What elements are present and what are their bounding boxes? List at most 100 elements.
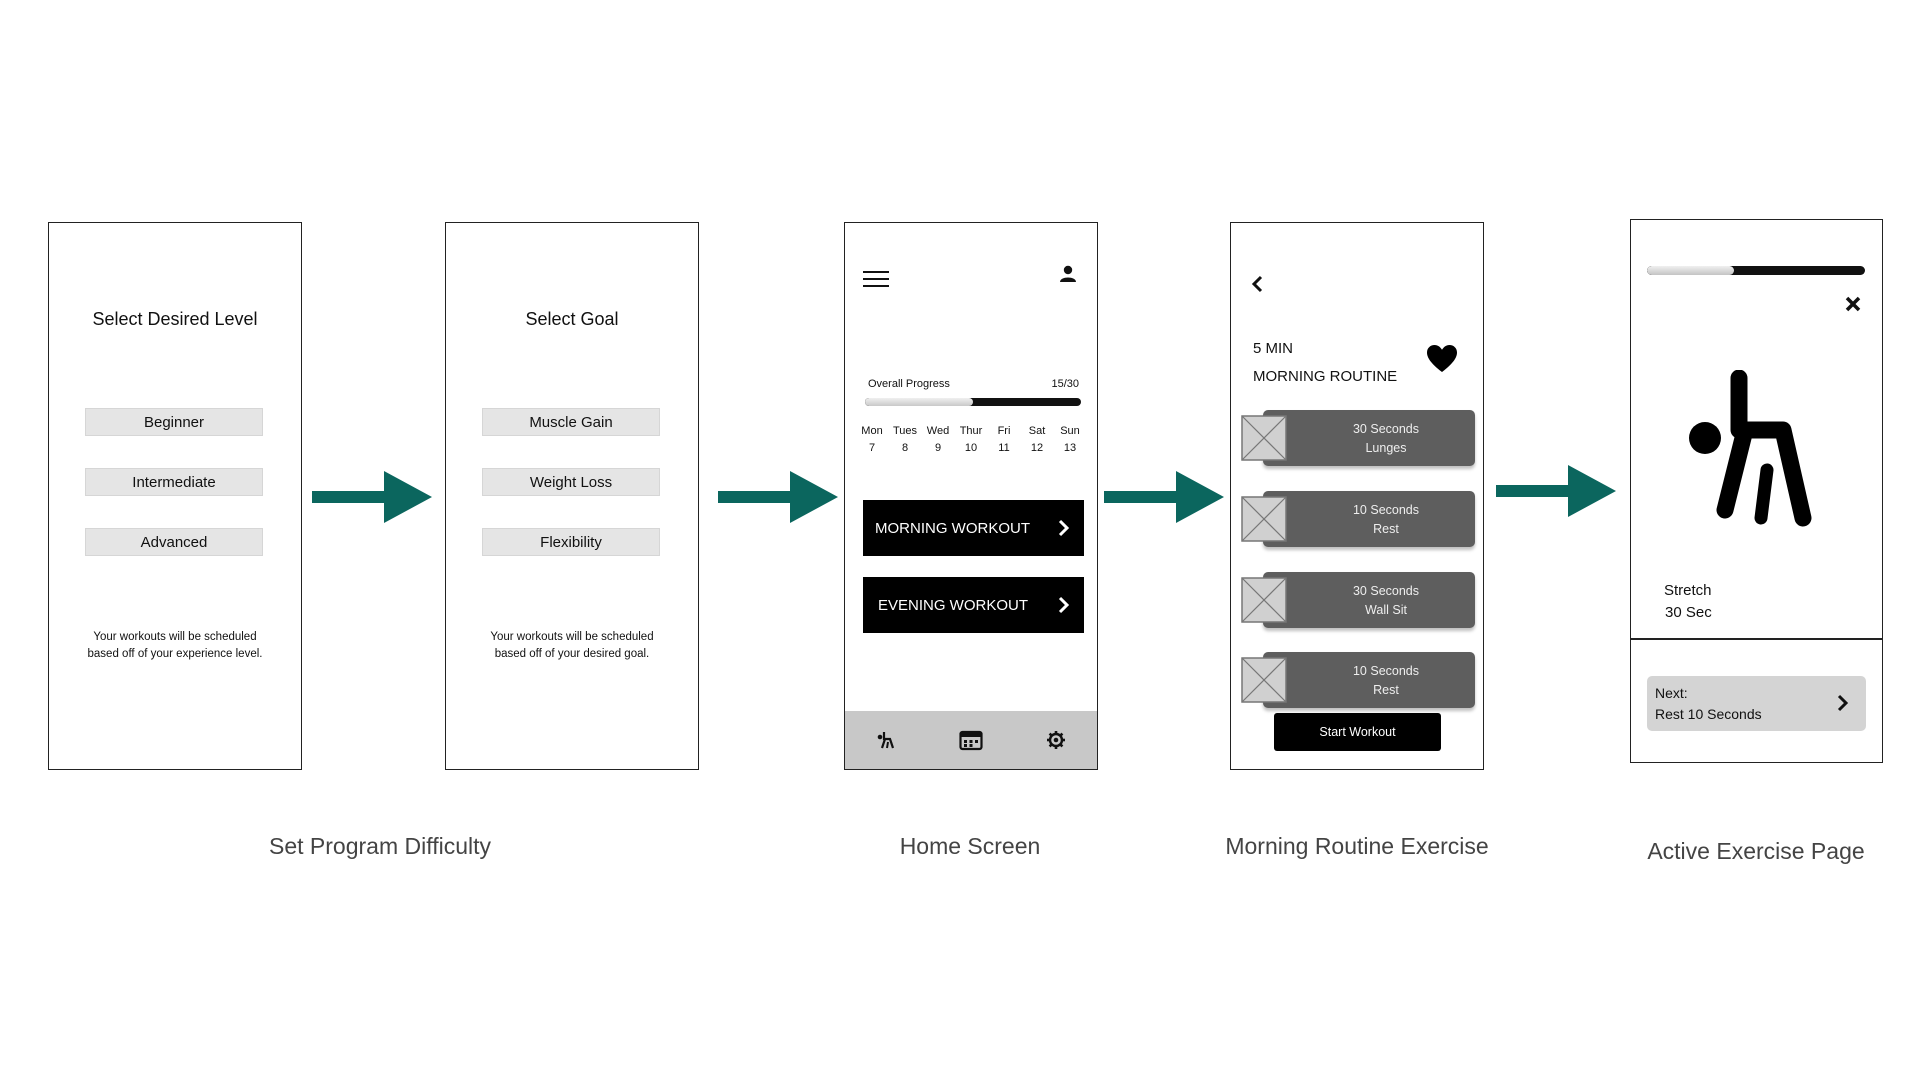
option-beginner[interactable]: Beginner xyxy=(85,408,263,436)
exercise-duration: 10 Seconds xyxy=(1352,503,1420,517)
exercise-duration: 30 Seconds xyxy=(1352,422,1420,436)
day-number: 11 xyxy=(998,442,1010,454)
day-fri[interactable]: Fri 11 xyxy=(989,423,1019,457)
image-placeholder-icon xyxy=(1241,577,1287,623)
routine-name: MORNING ROUTINE xyxy=(1253,368,1398,385)
exercise-name: Stretch xyxy=(1664,582,1712,599)
day-name: Wed xyxy=(926,425,950,437)
evening-workout-button[interactable]: EVENING WORKOUT xyxy=(863,577,1084,633)
option-intermediate[interactable]: Intermediate xyxy=(85,468,263,496)
option-weight-loss[interactable]: Weight Loss xyxy=(482,468,660,496)
exercise-duration: 10 Seconds xyxy=(1352,664,1420,678)
evening-workout-label: EVENING WORKOUT xyxy=(878,596,1029,614)
routine-screen: 5 MIN MORNING ROUTINE 30 Seconds Lunges … xyxy=(1230,222,1484,770)
exercise-card-bg xyxy=(1263,410,1475,466)
overall-progress-bar xyxy=(865,398,1081,406)
exercise-text: 10 Seconds Rest xyxy=(1297,501,1475,539)
favorite-heart-icon[interactable] xyxy=(1427,345,1457,373)
option-advanced[interactable]: Advanced xyxy=(85,528,263,556)
day-wed[interactable]: Wed 9 xyxy=(923,423,953,457)
day-sun[interactable]: Sun 13 xyxy=(1055,423,1085,457)
level-title: Select Desired Level xyxy=(92,309,258,329)
exercise-progress-fill xyxy=(1647,266,1735,275)
settings-gear-icon[interactable] xyxy=(1046,730,1066,750)
option-flexibility[interactable]: Flexibility xyxy=(482,528,660,556)
exercise-name: Rest xyxy=(1373,683,1399,697)
level-note-line2: based off of your experience level. xyxy=(87,648,263,660)
exercise-card[interactable]: 10 Seconds Rest xyxy=(1241,652,1475,708)
caption-set-program-difficulty: Set Program Difficulty xyxy=(269,833,491,859)
day-name: Mon xyxy=(861,425,883,437)
close-icon[interactable] xyxy=(1844,295,1862,313)
flow-arrow-icon xyxy=(718,471,838,523)
overall-progress-label: Overall Progress xyxy=(868,378,950,390)
exercise-figure-icon[interactable] xyxy=(876,730,896,750)
chevron-right-icon xyxy=(1837,694,1849,712)
exercise-name: Wall Sit xyxy=(1365,603,1407,617)
day-mon[interactable]: Mon 7 xyxy=(857,423,887,457)
exercise-card-bg xyxy=(1263,491,1475,547)
next-exercise-name: Rest 10 Seconds xyxy=(1655,706,1762,722)
routine-duration: 5 MIN xyxy=(1253,340,1294,357)
back-chevron-icon[interactable] xyxy=(1251,275,1263,293)
next-exercise-button[interactable]: Next: Rest 10 Seconds xyxy=(1647,676,1866,731)
caption-home-screen: Home Screen xyxy=(899,833,1041,859)
exercise-name: Rest xyxy=(1373,522,1399,536)
day-name: Fri xyxy=(997,425,1011,437)
level-screen: Select Desired Level Beginner Intermedia… xyxy=(48,222,302,770)
goal-note: Your workouts will be scheduled based of… xyxy=(446,629,698,663)
day-number: 8 xyxy=(901,442,909,454)
day-name: Thur xyxy=(959,425,983,437)
option-muscle-gain[interactable]: Muscle Gain xyxy=(482,408,660,436)
level-note-line1: Your workouts will be scheduled xyxy=(93,631,257,643)
day-thur[interactable]: Thur 10 xyxy=(956,423,986,457)
exercise-card[interactable]: 30 Seconds Wall Sit xyxy=(1241,572,1475,628)
day-number: 12 xyxy=(1030,442,1044,454)
goal-note-line1: Your workouts will be scheduled xyxy=(490,631,654,643)
day-name: Tues xyxy=(892,425,918,437)
exercise-card-bg xyxy=(1263,652,1475,708)
active-screen: Stretch 30 Sec Next: Rest 10 Seconds xyxy=(1630,219,1883,763)
flow-arrow-icon xyxy=(1496,465,1616,517)
exercise-text: 10 Seconds Rest xyxy=(1297,662,1475,700)
caption-active-exercise-page: Active Exercise Page xyxy=(1647,838,1865,864)
image-placeholder-icon xyxy=(1241,415,1287,461)
day-name: Sun xyxy=(1060,425,1080,437)
start-workout-button[interactable]: Start Workout xyxy=(1274,713,1441,751)
week-days: Mon 7 Tues 8 Wed 9 Thur 10 Fri 11 Sat 12 Sun 13 xyxy=(857,423,1085,457)
exercise-text: 30 Seconds Lunges xyxy=(1297,420,1475,458)
goal-screen: Select Goal Muscle Gain Weight Loss Flex… xyxy=(445,222,699,770)
day-number: 7 xyxy=(868,442,876,454)
bottom-tab-bar xyxy=(845,711,1097,769)
day-sat[interactable]: Sat 12 xyxy=(1022,423,1052,457)
day-tues[interactable]: Tues 8 xyxy=(890,423,920,457)
morning-workout-label: MORNING WORKOUT xyxy=(875,519,1030,537)
exercise-duration: 30 Seconds xyxy=(1352,584,1420,598)
chevron-right-icon xyxy=(1058,596,1070,614)
morning-workout-button[interactable]: MORNING WORKOUT xyxy=(863,500,1084,556)
calendar-icon[interactable] xyxy=(959,729,983,751)
day-number: 9 xyxy=(934,442,942,454)
exercise-card[interactable]: 10 Seconds Rest xyxy=(1241,491,1475,547)
profile-icon[interactable] xyxy=(1059,265,1077,283)
caption-morning-routine-exercise: Morning Routine Exercise xyxy=(1225,833,1489,859)
image-placeholder-icon xyxy=(1241,657,1287,703)
level-note: Your workouts will be scheduled based of… xyxy=(49,629,301,663)
exercise-card[interactable]: 30 Seconds Lunges xyxy=(1241,410,1475,466)
hamburger-menu-icon[interactable] xyxy=(863,269,889,289)
goal-title: Select Goal xyxy=(525,309,619,329)
day-number: 10 xyxy=(964,442,978,454)
day-name: Sat xyxy=(1028,425,1046,437)
overall-progress-fill xyxy=(865,398,973,406)
flow-arrow-icon xyxy=(1104,471,1224,523)
exercise-card-bg xyxy=(1263,572,1475,628)
exercise-time: 30 Sec xyxy=(1665,604,1712,621)
exercise-name: Lunges xyxy=(1365,441,1407,455)
chevron-right-icon xyxy=(1058,519,1070,537)
day-number: 13 xyxy=(1063,442,1077,454)
stretch-figure-icon xyxy=(1689,370,1812,527)
goal-note-line2: based off of your desired goal. xyxy=(494,648,650,660)
home-screen: Overall Progress 15/30 Mon 7 Tues 8 Wed 9 T… xyxy=(844,222,1098,770)
next-label: Next: xyxy=(1655,685,1688,701)
overall-progress-value: 15/30 xyxy=(1051,378,1079,390)
